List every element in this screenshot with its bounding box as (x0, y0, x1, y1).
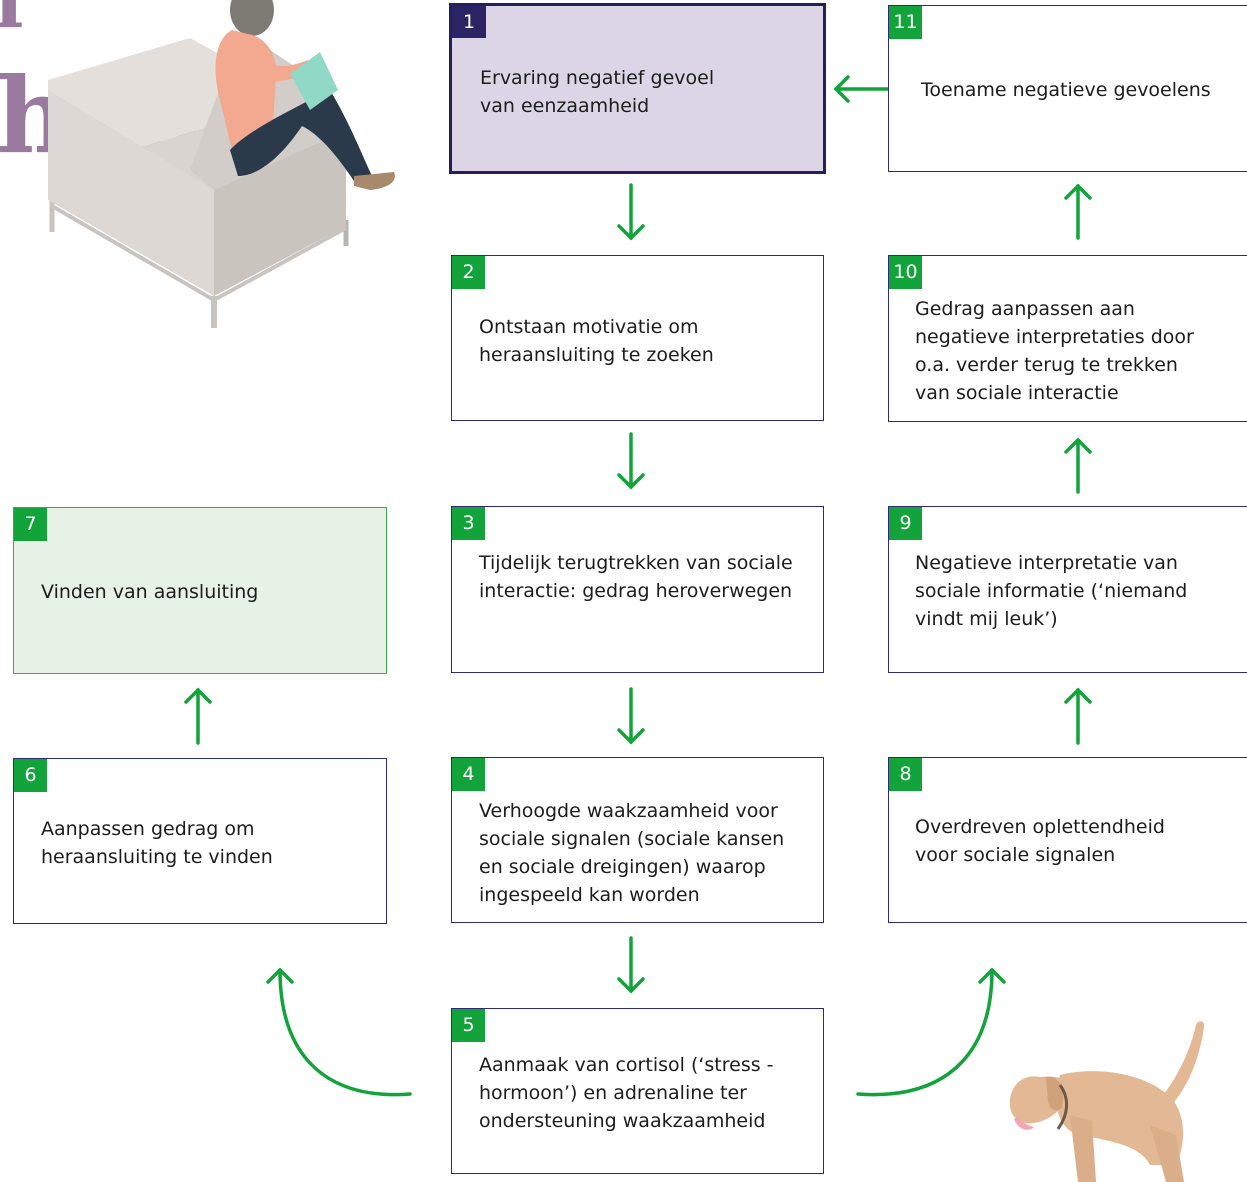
step-number-badge: 10 (889, 256, 922, 289)
arrow-1-to-2 (617, 183, 645, 241)
step-number-badge: 9 (889, 507, 922, 540)
arrow-10-to-11 (1064, 183, 1092, 240)
step-text: Gedrag aanpassen aan negatieve interpret… (915, 298, 1194, 404)
curved-arrow-5-to-6 (266, 967, 412, 1097)
step-number-badge: 8 (889, 758, 922, 791)
title-fragment-top: l (0, 0, 24, 46)
arrow-4-to-5 (617, 936, 645, 994)
step-text: Vinden van aansluiting (41, 581, 259, 603)
step-box-5: 5 Aanmaak van cortisol (‘stress - hormoo… (451, 1008, 824, 1174)
step-number-badge: 11 (889, 6, 922, 39)
arrow-2-to-3 (617, 432, 645, 490)
step-box-10: 10 Gedrag aanpassen aan negatieve interp… (888, 255, 1247, 422)
arrow-8-to-9 (1064, 687, 1092, 745)
curved-arrow-5-to-8 (856, 967, 1006, 1097)
step-box-2: 2 Ontstaan motivatie om heraansluiting t… (451, 255, 824, 421)
woman-in-armchair-illustration (48, 0, 395, 328)
step-number-badge: 2 (452, 256, 485, 289)
step-text: Aanpassen gedrag om heraansluiting te vi… (41, 818, 273, 868)
arrow-11-to-1 (833, 75, 890, 103)
step-text: Aanmaak van cortisol (‘stress - hormoon’… (479, 1054, 774, 1132)
step-box-8: 8 Overdreven oplettendheid voor sociale … (888, 757, 1247, 923)
step-number-badge: 3 (452, 507, 485, 540)
step-text: Tijdelijk terugtrekken van sociale inter… (479, 552, 793, 602)
step-text: Toename negatieve gevoelens (921, 79, 1211, 101)
step-text: Ontstaan motivatie om heraansluiting te … (479, 316, 714, 366)
step-box-9: 9 Negatieve interpretatie van sociale in… (888, 506, 1247, 673)
step-number-badge: 5 (452, 1009, 485, 1042)
step-text: Negatieve interpretatie van sociale info… (915, 552, 1188, 630)
step-number-badge: 6 (14, 759, 47, 792)
step-box-6: 6 Aanpassen gedrag om heraansluiting te … (13, 758, 387, 924)
step-box-4: 4 Verhoogde waakzaamheid voor sociale si… (451, 757, 824, 923)
step-box-1: 1 Ervaring negatief gevoel van eenzaamhe… (449, 3, 826, 174)
step-number-badge: 4 (452, 758, 485, 791)
step-text: Verhoogde waakzaamheid voor sociale sign… (479, 800, 785, 906)
step-number-badge: 7 (14, 508, 47, 541)
step-text: Overdreven oplettendheid voor sociale si… (915, 816, 1165, 866)
step-box-3: 3 Tijdelijk terugtrekken van sociale int… (451, 506, 824, 673)
step-text: Ervaring negatief gevoel van eenzaamheid (480, 67, 715, 117)
step-box-7: 7 Vinden van aansluiting (13, 507, 387, 674)
dog-illustration (1009, 1021, 1205, 1182)
step-number-badge: 1 (452, 6, 486, 38)
step-box-11: 11 Toename negatieve gevoelens (888, 5, 1247, 172)
arrow-9-to-10 (1064, 437, 1092, 494)
arrow-6-to-7 (184, 687, 212, 745)
arrow-3-to-4 (617, 687, 645, 745)
